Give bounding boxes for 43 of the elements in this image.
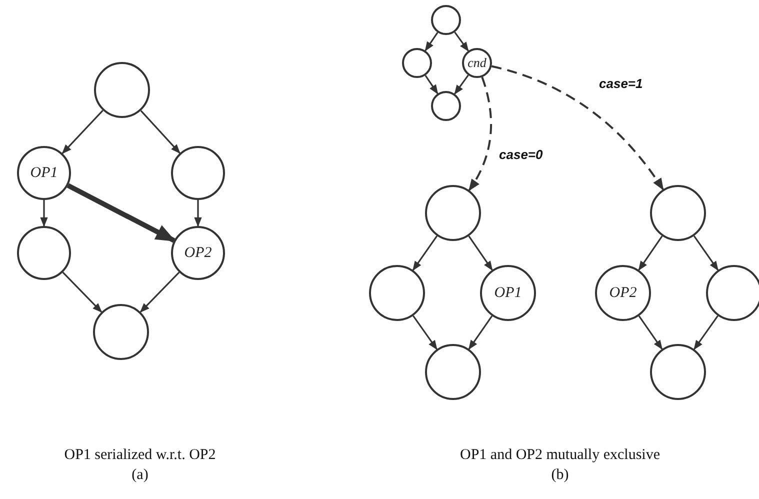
circle-node (93, 304, 149, 360)
arrow (424, 32, 438, 52)
node-label: OP1 (30, 164, 58, 182)
circle-node (706, 265, 759, 321)
circle-node (171, 146, 225, 200)
arrow (491, 65, 664, 190)
circle-node (17, 146, 71, 200)
circle-node (171, 226, 225, 280)
arrow (454, 74, 469, 95)
arrow (140, 110, 180, 154)
arrow (412, 235, 438, 271)
node-label: OP2 (184, 244, 212, 262)
node-label: OP2 (609, 284, 637, 302)
caption: (b) (551, 467, 569, 484)
arrow (638, 236, 663, 271)
circle-node (94, 62, 150, 118)
node-label: OP1 (494, 284, 522, 302)
arrow (194, 200, 202, 227)
arrow (638, 316, 663, 350)
arrow (140, 272, 180, 313)
caption: (a) (132, 467, 148, 484)
circle-node (17, 226, 71, 280)
circle-node (431, 91, 461, 121)
arrow (62, 110, 104, 154)
circle-node (462, 48, 492, 78)
arrow (66, 183, 176, 243)
arrow (468, 316, 493, 350)
arrow (424, 74, 438, 94)
circle-node (431, 5, 461, 35)
arrow (468, 236, 493, 271)
arrow (694, 315, 718, 350)
arrow (62, 272, 102, 313)
caption: OP1 and OP2 mutually exclusive (460, 447, 660, 464)
arrow (412, 315, 438, 350)
edge-label: case=0 (497, 147, 545, 162)
circle-node (402, 48, 432, 78)
arrow (693, 235, 719, 271)
caption: OP1 serialized w.r.t. OP2 (64, 447, 216, 464)
arrow (454, 32, 469, 52)
arrow (40, 200, 48, 227)
edge-label: case=1 (597, 76, 645, 91)
arrow (468, 76, 492, 192)
node-label: cnd (468, 55, 486, 71)
